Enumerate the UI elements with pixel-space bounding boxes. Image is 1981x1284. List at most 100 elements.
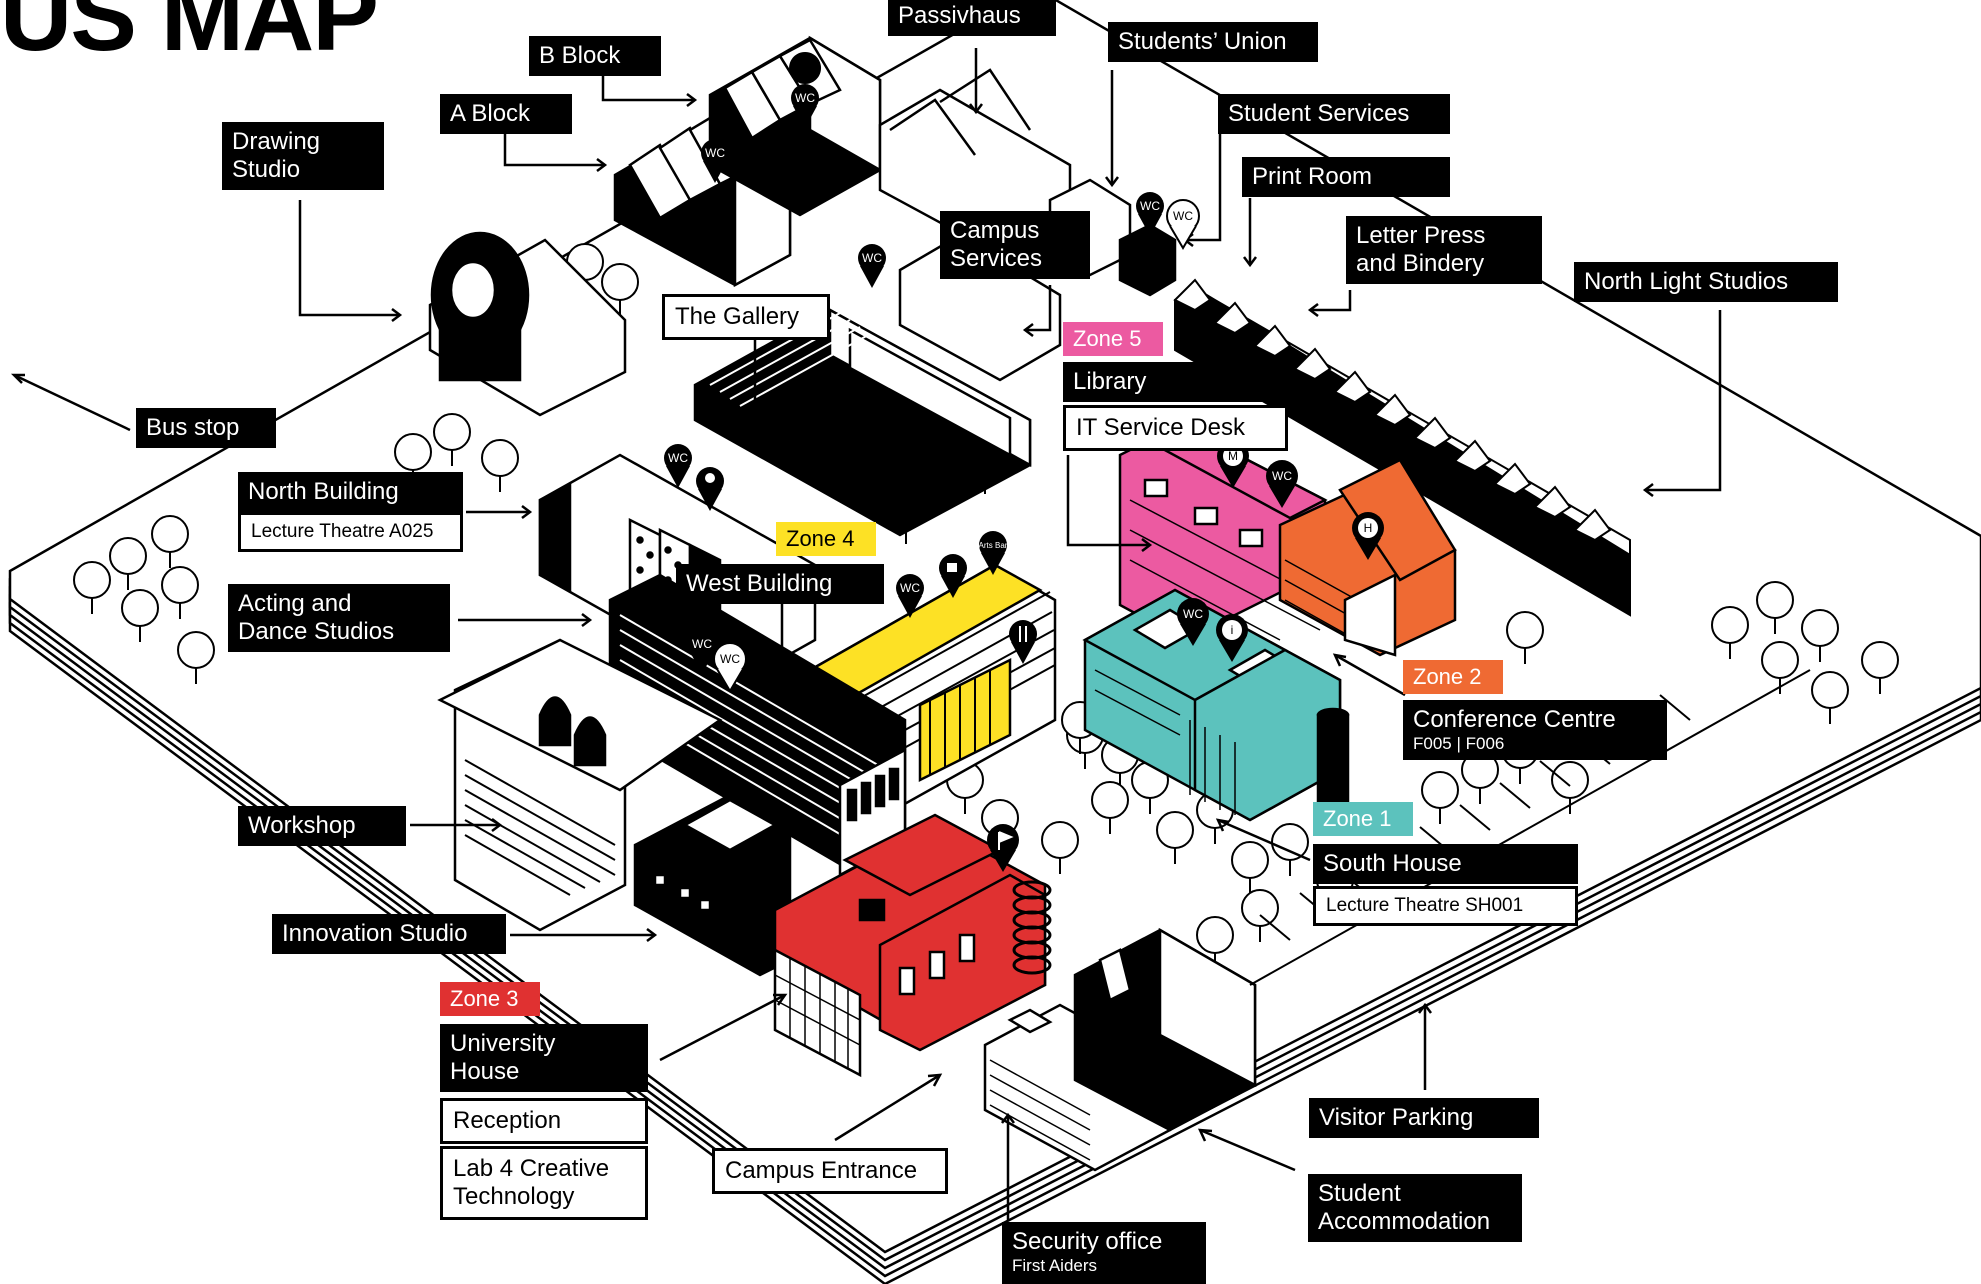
svg-text:H: H: [1364, 521, 1373, 535]
zone5-badge: Zone 5: [1063, 322, 1163, 356]
map-title: US MAP: [0, 0, 379, 72]
tree-icon: [1711, 606, 1749, 659]
campus-services-line2: Services: [950, 245, 1043, 272]
label-acting-dance-studios[interactable]: Acting and Dance Studios: [228, 584, 450, 652]
map-pins: WC WC WC WC WC WC WC Arts Bar WC WC M WC…: [664, 52, 1384, 872]
label-bus-stop[interactable]: Bus stop: [136, 408, 276, 448]
hotel-pin-icon: H: [1352, 512, 1384, 560]
svg-text:WC: WC: [862, 251, 882, 265]
security-office-name: Security office: [1012, 1228, 1163, 1255]
label-passivhaus[interactable]: Passivhaus: [888, 0, 1056, 36]
svg-text:WC: WC: [668, 451, 688, 465]
label-it-service-desk[interactable]: IT Service Desk: [1063, 405, 1288, 451]
label-b-block[interactable]: B Block: [529, 36, 661, 76]
drawing-studio-building: [428, 231, 627, 417]
label-students-union[interactable]: Students’ Union: [1108, 22, 1318, 62]
label-visitor-parking[interactable]: Visitor Parking: [1309, 1098, 1539, 1138]
student-accommodation-building: [1073, 927, 1257, 1132]
letter-press-line2: and Bindery: [1356, 250, 1485, 277]
zone1-badge: Zone 1: [1313, 802, 1413, 836]
label-arrows: [10, 48, 1722, 1220]
tree-icon: [1231, 841, 1269, 894]
acting-dance-line2: Dance Studios: [238, 618, 395, 645]
restaurant-pin-icon: [1009, 620, 1037, 664]
north-light-studios-building: [1173, 278, 1631, 617]
label-west-building[interactable]: West Building: [676, 564, 884, 604]
lab4-line1: Lab 4 Creative: [453, 1155, 610, 1182]
label-lecture-theatre-a025[interactable]: Lecture Theatre A025: [238, 512, 463, 552]
wc-pin-icon: WC: [1177, 598, 1209, 646]
label-print-room[interactable]: Print Room: [1242, 157, 1450, 197]
zone4-badge: Zone 4: [776, 522, 876, 556]
tree-icon: [177, 631, 215, 684]
label-innovation-studio[interactable]: Innovation Studio: [272, 914, 506, 954]
label-library[interactable]: Library: [1063, 362, 1288, 402]
label-reception[interactable]: Reception: [440, 1098, 648, 1144]
label-university-house[interactable]: University House: [440, 1024, 648, 1092]
svg-text:WC: WC: [795, 91, 815, 105]
acting-dance-line1: Acting and: [238, 590, 352, 617]
svg-text:WC: WC: [1140, 199, 1160, 213]
tree-icon: [1271, 823, 1309, 876]
wc-pin-icon: WC: [1136, 192, 1164, 236]
label-student-services[interactable]: Student Services: [1218, 94, 1450, 134]
drawing-studio-line2: Studio: [232, 156, 301, 183]
tree-icon: [433, 413, 471, 466]
svg-text:i: i: [1231, 623, 1234, 637]
campus-services-line1: Campus: [950, 217, 1040, 244]
label-student-accommodation[interactable]: Student Accommodation: [1308, 1174, 1522, 1242]
label-conference-centre[interactable]: Conference Centre F005 | F006: [1403, 700, 1667, 760]
label-lecture-theatre-sh001[interactable]: Lecture Theatre SH001: [1313, 886, 1578, 926]
label-campus-services[interactable]: Campus Services: [940, 211, 1090, 279]
label-campus-entrance[interactable]: Campus Entrance: [712, 1148, 948, 1194]
arts-bar-pin-icon: Arts Bar: [979, 531, 1008, 575]
wc-pin-icon: WC: [688, 630, 716, 674]
first-aiders-text: First Aiders: [1012, 1256, 1098, 1275]
tree-icon: [73, 561, 111, 614]
tree-icon: [1801, 609, 1839, 662]
university-house-line2: House: [450, 1058, 520, 1085]
svg-text:WC: WC: [900, 581, 920, 595]
workshop-building: [437, 638, 723, 932]
svg-text:WC: WC: [1183, 607, 1203, 621]
label-letter-press[interactable]: Letter Press and Bindery: [1346, 216, 1542, 284]
wc-pin-icon: WC: [896, 574, 924, 618]
tree-icon: [1506, 611, 1544, 664]
tree-icon: [1156, 811, 1194, 864]
label-north-light-studios[interactable]: North Light Studios: [1574, 262, 1838, 302]
label-north-building[interactable]: North Building: [238, 472, 463, 512]
label-drawing-studio[interactable]: Drawing Studio: [222, 122, 384, 190]
label-a-block[interactable]: A Block: [440, 94, 572, 134]
tree-icon: [601, 263, 639, 316]
svg-text:WC: WC: [705, 146, 725, 160]
wc-pin-icon: WC: [858, 244, 886, 288]
zone2-badge: Zone 2: [1403, 660, 1503, 694]
conference-centre-rooms: F005 | F006: [1413, 734, 1505, 753]
wc-pin-icon: WC: [1266, 460, 1298, 508]
wc-accessible-pin-icon: WC: [713, 642, 747, 693]
svg-text:WC: WC: [1173, 209, 1193, 223]
label-the-gallery[interactable]: The Gallery: [662, 294, 830, 340]
svg-text:WC: WC: [692, 637, 712, 651]
zone3-badge: Zone 3: [440, 982, 540, 1016]
gallery-building: [693, 307, 1032, 537]
svg-text:WC: WC: [1272, 469, 1292, 483]
label-south-house[interactable]: South House: [1313, 844, 1578, 884]
tree-icon: [481, 439, 519, 492]
svg-text:WC: WC: [720, 652, 740, 666]
info-pin-icon: i: [1216, 614, 1248, 662]
wc-pin-icon: WC: [701, 139, 729, 183]
label-security-office[interactable]: Security office First Aiders: [1002, 1222, 1206, 1284]
letter-press-line1: Letter Press: [1356, 222, 1486, 249]
tree-icon: [1091, 781, 1129, 834]
label-lab4-creative-technology[interactable]: Lab 4 Creative Technology: [440, 1146, 648, 1220]
lab4-line2: Technology: [453, 1183, 575, 1210]
tree-icon: [161, 566, 199, 619]
wc-pin-icon: WC: [664, 444, 692, 488]
label-workshop[interactable]: Workshop: [238, 806, 406, 846]
tree-icon: [1861, 641, 1899, 694]
student-accommodation-line2: Accommodation: [1318, 1208, 1491, 1235]
tree-icon: [1421, 771, 1459, 824]
student-accommodation-line1: Student: [1318, 1180, 1401, 1207]
tree-icon: [1756, 581, 1794, 634]
